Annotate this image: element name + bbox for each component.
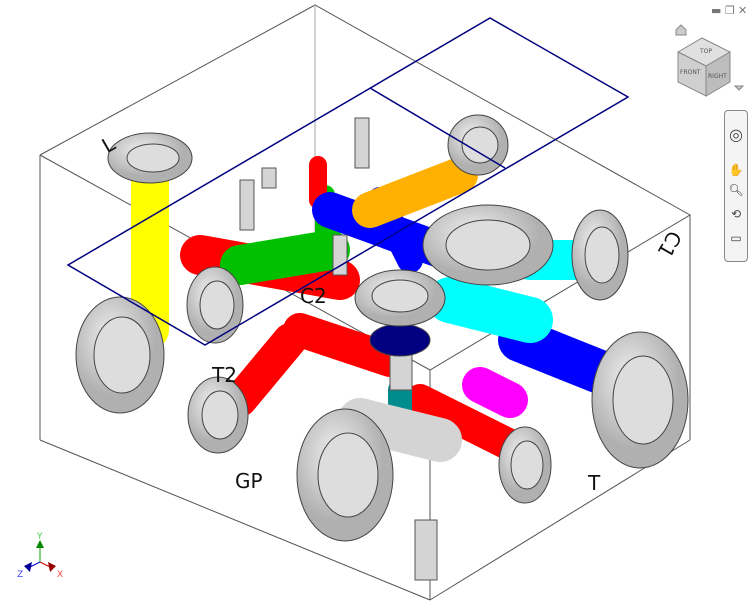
manifold-block-wireframe xyxy=(39,4,691,601)
viewcube-menu-icon[interactable] xyxy=(733,85,745,91)
restore-icon[interactable]: ❐ xyxy=(725,4,735,17)
port-label-t: T xyxy=(587,471,601,495)
port-label-t2: T2 xyxy=(211,363,237,387)
viewcube-right-face[interactable]: RIGHT xyxy=(708,73,727,80)
port-flanges xyxy=(75,114,689,542)
steering-wheel-icon[interactable]: ◎ xyxy=(729,125,743,144)
viewcube-front-face[interactable]: FRONT xyxy=(680,69,701,76)
plug-pins xyxy=(239,117,438,581)
viewcube[interactable]: TOP FRONT RIGHT xyxy=(676,37,732,97)
home-icon[interactable] xyxy=(675,24,687,36)
axis-z-label: Z xyxy=(17,570,23,580)
orbit-icon[interactable]: ⟲ xyxy=(730,207,742,221)
look-at-icon[interactable]: ▭ xyxy=(730,231,742,245)
pan-icon[interactable]: ✋ xyxy=(728,163,744,177)
port-label-c1: C1 xyxy=(652,227,686,262)
axis-y-label: Y xyxy=(36,532,43,542)
zoom-icon[interactable]: 🔍︎ xyxy=(728,183,744,197)
minimize-icon[interactable]: ▬ xyxy=(711,4,722,17)
axis-x-label: X xyxy=(57,570,63,580)
work-plane-outline xyxy=(66,17,630,346)
navigation-bar: ◎ ✋ 🔍︎ ⟲ ▭ xyxy=(724,110,748,262)
port-label-c2: C2 xyxy=(300,284,327,308)
internal-passages xyxy=(131,156,642,466)
close-icon[interactable]: ✕ xyxy=(738,4,748,17)
axis-triad: Y X Z xyxy=(17,532,63,580)
port-label-gp: GP xyxy=(235,469,263,493)
viewcube-top-face[interactable]: TOP xyxy=(699,48,712,55)
